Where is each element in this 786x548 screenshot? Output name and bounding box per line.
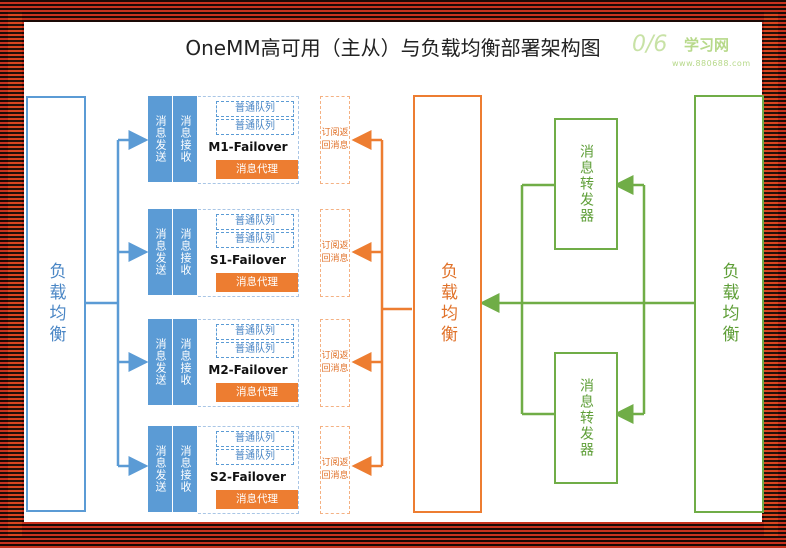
load-balancer-right: 负载均衡 xyxy=(694,95,764,513)
load-balancer-right-label: 负载均衡 xyxy=(718,262,739,346)
message-proxy: 消息代理 xyxy=(216,490,298,509)
subscribe-return-box: 订阅返回消息 xyxy=(320,209,350,297)
normal-queue: 普通队列 xyxy=(216,324,294,340)
subscribe-return-box: 订阅返回消息 xyxy=(320,426,350,514)
node-name: S2-Failover xyxy=(210,470,286,484)
message-receive-column: 消息接收 xyxy=(173,209,197,295)
subscribe-return-box: 订阅返回消息 xyxy=(320,319,350,407)
failover-node-s1: 消息发送 消息接收 普通队列 普通队列 S1-Failover 消息代理 订阅返… xyxy=(148,209,350,297)
frame-right xyxy=(764,12,778,536)
frame-left xyxy=(8,12,22,536)
node-core: 普通队列 普通队列 S1-Failover 消息代理 xyxy=(198,209,299,297)
diagram-title: OneMM高可用（主从）与负载均衡部署架构图 xyxy=(185,36,601,60)
message-send-column: 消息发送 xyxy=(148,319,172,405)
connector-arrows xyxy=(86,130,694,476)
normal-queue: 普通队列 xyxy=(216,232,294,248)
forwarder-top-label: 消息转发器 xyxy=(578,144,594,224)
forwarder-top: 消息转发器 xyxy=(554,118,618,250)
message-send-column: 消息发送 xyxy=(148,209,172,295)
forwarder-bottom: 消息转发器 xyxy=(554,352,618,484)
message-send-column: 消息发送 xyxy=(148,96,172,182)
node-name: M1-Failover xyxy=(208,140,288,154)
normal-queue: 普通队列 xyxy=(216,342,294,358)
node-core: 普通队列 普通队列 M2-Failover 消息代理 xyxy=(198,319,299,407)
normal-queue: 普通队列 xyxy=(216,214,294,230)
node-name: S1-Failover xyxy=(210,253,286,267)
normal-queue: 普通队列 xyxy=(216,119,294,135)
message-proxy: 消息代理 xyxy=(216,160,298,179)
failover-node-s2: 消息发送 消息接收 普通队列 普通队列 S2-Failover 消息代理 订阅返… xyxy=(148,426,350,514)
load-balancer-middle-label: 负载均衡 xyxy=(437,262,457,346)
node-name: M2-Failover xyxy=(208,363,288,377)
load-balancer-middle: 负载均衡 xyxy=(413,95,482,513)
load-balancer-left-label: 负载均衡 xyxy=(45,262,66,346)
message-proxy: 消息代理 xyxy=(216,273,298,292)
normal-queue: 普通队列 xyxy=(216,101,294,117)
message-send-column: 消息发送 xyxy=(148,426,172,512)
normal-queue: 普通队列 xyxy=(216,449,294,465)
watermark-glyph: 0/6 xyxy=(632,32,668,57)
message-receive-column: 消息接收 xyxy=(173,96,197,182)
message-receive-column: 消息接收 xyxy=(173,319,197,405)
load-balancer-left: 负载均衡 xyxy=(26,96,86,512)
failover-node-m2: 消息发送 消息接收 普通队列 普通队列 M2-Failover 消息代理 订阅返… xyxy=(148,319,350,407)
message-proxy: 消息代理 xyxy=(216,383,298,402)
subscribe-return-box: 订阅返回消息 xyxy=(320,96,350,184)
failover-node-m1: 消息发送 消息接收 普通队列 普通队列 M1-Failover 消息代理 订阅返… xyxy=(148,96,350,184)
forwarder-bottom-label: 消息转发器 xyxy=(578,378,594,458)
watermark-text: 学习网 xyxy=(684,36,730,54)
message-receive-column: 消息接收 xyxy=(173,426,197,512)
normal-queue: 普通队列 xyxy=(216,431,294,447)
watermark-logo: 0/6 学习网 www.880688.com xyxy=(632,32,752,72)
watermark-url: www.880688.com xyxy=(672,59,751,68)
node-core: 普通队列 普通队列 M1-Failover 消息代理 xyxy=(198,96,299,184)
diagram-canvas: OneMM高可用（主从）与负载均衡部署架构图 0/6 学习网 www.88068… xyxy=(24,22,764,522)
node-core: 普通队列 普通队列 S2-Failover 消息代理 xyxy=(198,426,299,514)
